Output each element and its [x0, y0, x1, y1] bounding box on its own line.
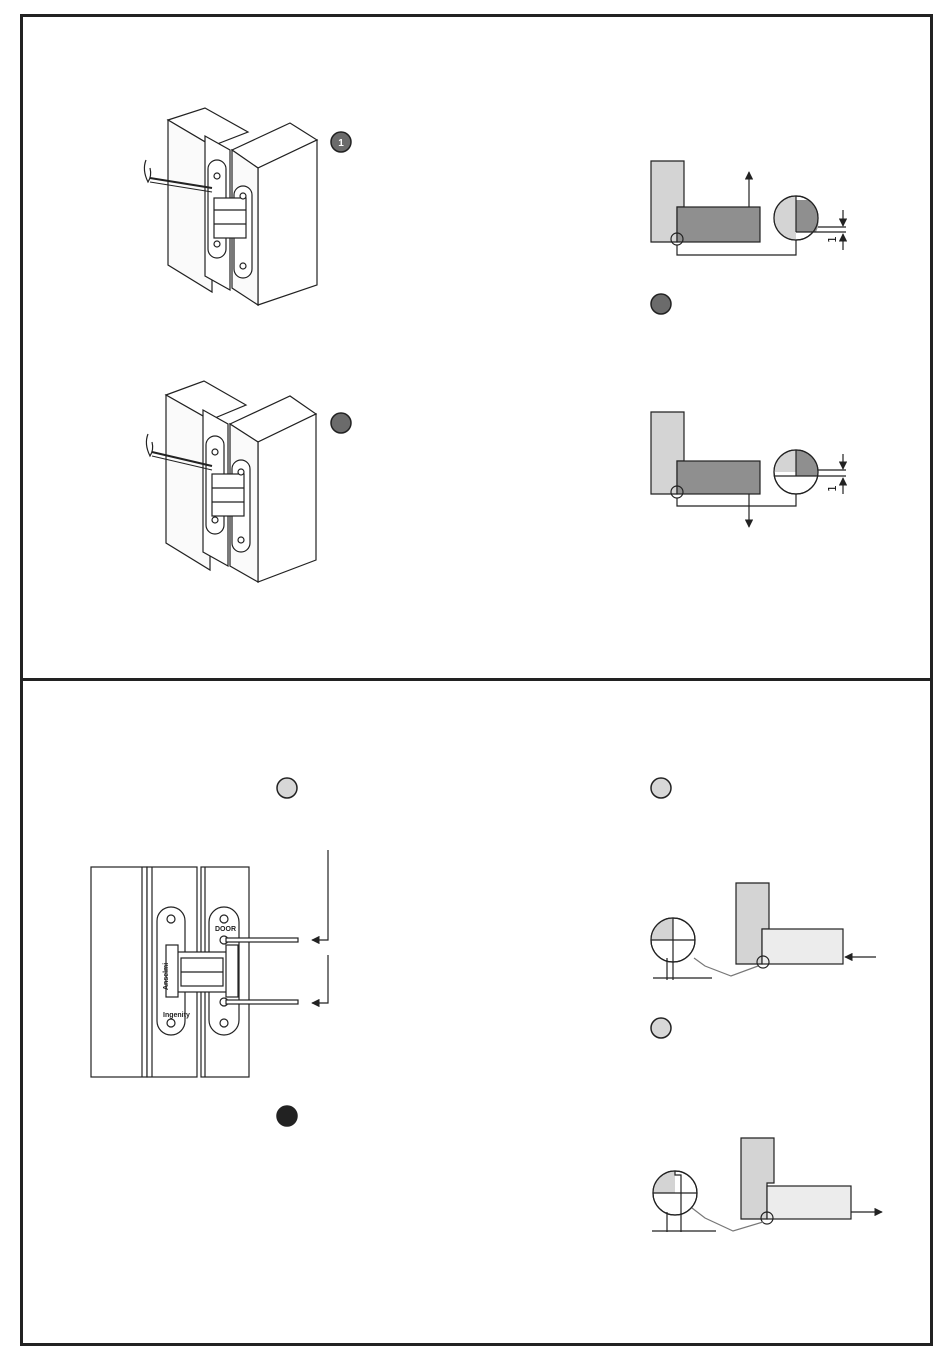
section-diagram-lower	[651, 412, 846, 527]
hinge-brand-label: Anselmi	[163, 963, 170, 990]
step-badge-front-view	[277, 778, 297, 798]
section-diagram-push	[651, 883, 876, 980]
adjustment-arrows	[312, 850, 328, 1003]
dimension-label-1: 1	[826, 236, 839, 243]
step-badge-2	[331, 413, 351, 433]
step-badge-front-view-2	[277, 1106, 297, 1126]
section-diagram-raise	[651, 161, 846, 255]
hinge-model-label: Ingenity	[163, 1012, 190, 1019]
step-badge-raise	[651, 294, 671, 314]
iso-hinge-illustration-1	[144, 108, 317, 305]
step-badge-push	[651, 778, 671, 798]
dimension-label-2: 1	[826, 485, 839, 492]
step-badge-1-label: 1	[338, 138, 344, 149]
hinge-door-label: DOOR	[215, 926, 236, 933]
iso-hinge-illustration-2	[146, 381, 316, 582]
section-diagram-pull	[652, 1138, 882, 1232]
step-badge-pull	[651, 1018, 671, 1038]
front-hinge-illustration	[91, 867, 298, 1077]
